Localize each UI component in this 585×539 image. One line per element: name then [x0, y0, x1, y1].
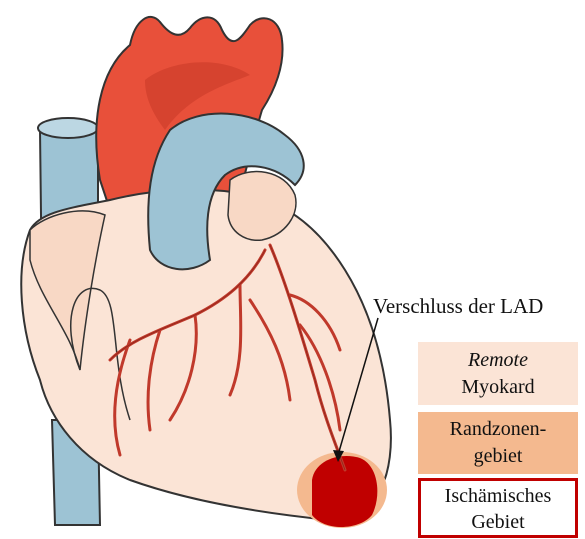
- legend-border-zone: Randzonen- gebiet: [418, 412, 578, 474]
- legend-remote-line1: Remote: [418, 347, 578, 374]
- legend-ischemic-line1: Ischämisches: [421, 483, 575, 509]
- legend-ischemic-area: Ischämisches Gebiet: [418, 478, 578, 538]
- legend-border-line1: Randzonen-: [418, 416, 578, 443]
- legend-remote-line2: Myokard: [418, 374, 578, 401]
- legend-border-line2: gebiet: [418, 443, 578, 470]
- occlusion-label: Verschluss der LAD: [373, 294, 543, 319]
- legend-remote-myocardium: Remote Myokard: [418, 342, 578, 405]
- legend-ischemic-line2: Gebiet: [421, 509, 575, 535]
